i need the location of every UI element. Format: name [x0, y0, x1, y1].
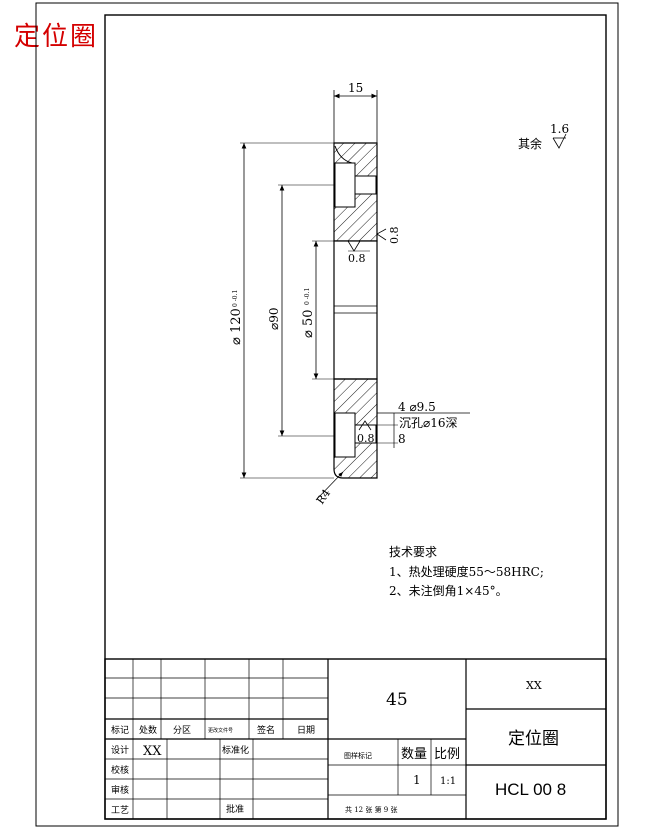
rev-header-sign: 签名: [257, 724, 275, 736]
sheet-count: 共 12 张 第 9 张: [345, 805, 398, 814]
role-review: 审核: [111, 784, 129, 796]
dim-pcd: ⌀90: [267, 308, 281, 331]
roughness-bore-value: 0.8: [348, 252, 366, 265]
roughness-rest-value: 1.6: [550, 122, 569, 136]
dim-hole-count: 4 ⌀9.5: [398, 400, 436, 414]
company: XX: [526, 679, 542, 692]
designer-name: XX: [143, 744, 162, 759]
rev-header-count: 处数: [139, 724, 157, 736]
part-section-view: [333, 90, 378, 479]
drawing-number: HCL 00 8: [495, 780, 566, 799]
standardize-label: 标准化: [222, 744, 249, 756]
dim-inner-tol: 0 -0.1: [304, 288, 311, 305]
scale-label: 比例: [434, 747, 460, 762]
dim-counterbore: 沉孔⌀16深: [399, 416, 458, 430]
document-title: 定位圈: [14, 22, 99, 52]
dim-counterbore-depth: 8: [398, 432, 406, 446]
qty-label: 数量: [401, 747, 427, 762]
surface-marks: 其余 1.6 0.8 0.8 0.8: [347, 122, 569, 445]
approve-label: 批准: [226, 803, 244, 815]
dim-fillet: R4: [314, 487, 333, 507]
dimensions: 15 ⌀ 120 0 -0.1 ⌀90 ⌀ 50 0 -0.1 4 ⌀9.5 沉…: [229, 81, 470, 507]
scale-value: 1:1: [440, 776, 456, 787]
part-name: 定位圈: [508, 729, 559, 749]
notes-item-1: 1、热处理硬度55～58HRC;: [389, 564, 544, 579]
role-design: 设计: [111, 744, 129, 756]
notes-heading: 技术要求: [389, 545, 437, 559]
dim-outer-dia: ⌀ 120: [229, 308, 244, 345]
rev-header-zone: 分区: [173, 725, 191, 736]
roughness-lower-value: 0.8: [357, 432, 375, 445]
role-check: 校核: [111, 764, 129, 776]
notes-item-2: 2、未注倒角1×45°。: [389, 583, 508, 598]
technical-notes: 技术要求 1、热处理硬度55～58HRC; 2、未注倒角1×45°。: [389, 545, 544, 598]
roughness-face-value: 0.8: [388, 227, 401, 245]
dim-width: 15: [348, 81, 363, 95]
role-process: 工艺: [111, 805, 129, 816]
dim-outer-tol: 0 -0.1: [232, 290, 239, 307]
roughness-rest-label: 其余: [518, 136, 542, 151]
rev-header-doc: 更改文件号: [208, 727, 233, 734]
dim-inner-dia: ⌀ 50: [301, 309, 316, 338]
material: 45: [386, 690, 408, 710]
outer-border: [35, 2, 619, 827]
title-block-text: 标记 处数 分区 更改文件号 签名 日期 设计 XX 标准化 校核 审核 工艺 …: [111, 679, 566, 816]
title-block: [104, 658, 607, 820]
rev-header-date: 日期: [297, 725, 315, 736]
stage-label: 图样标记: [344, 751, 372, 760]
rev-header-mark: 标记: [111, 724, 129, 736]
qty-value: 1: [413, 773, 421, 787]
